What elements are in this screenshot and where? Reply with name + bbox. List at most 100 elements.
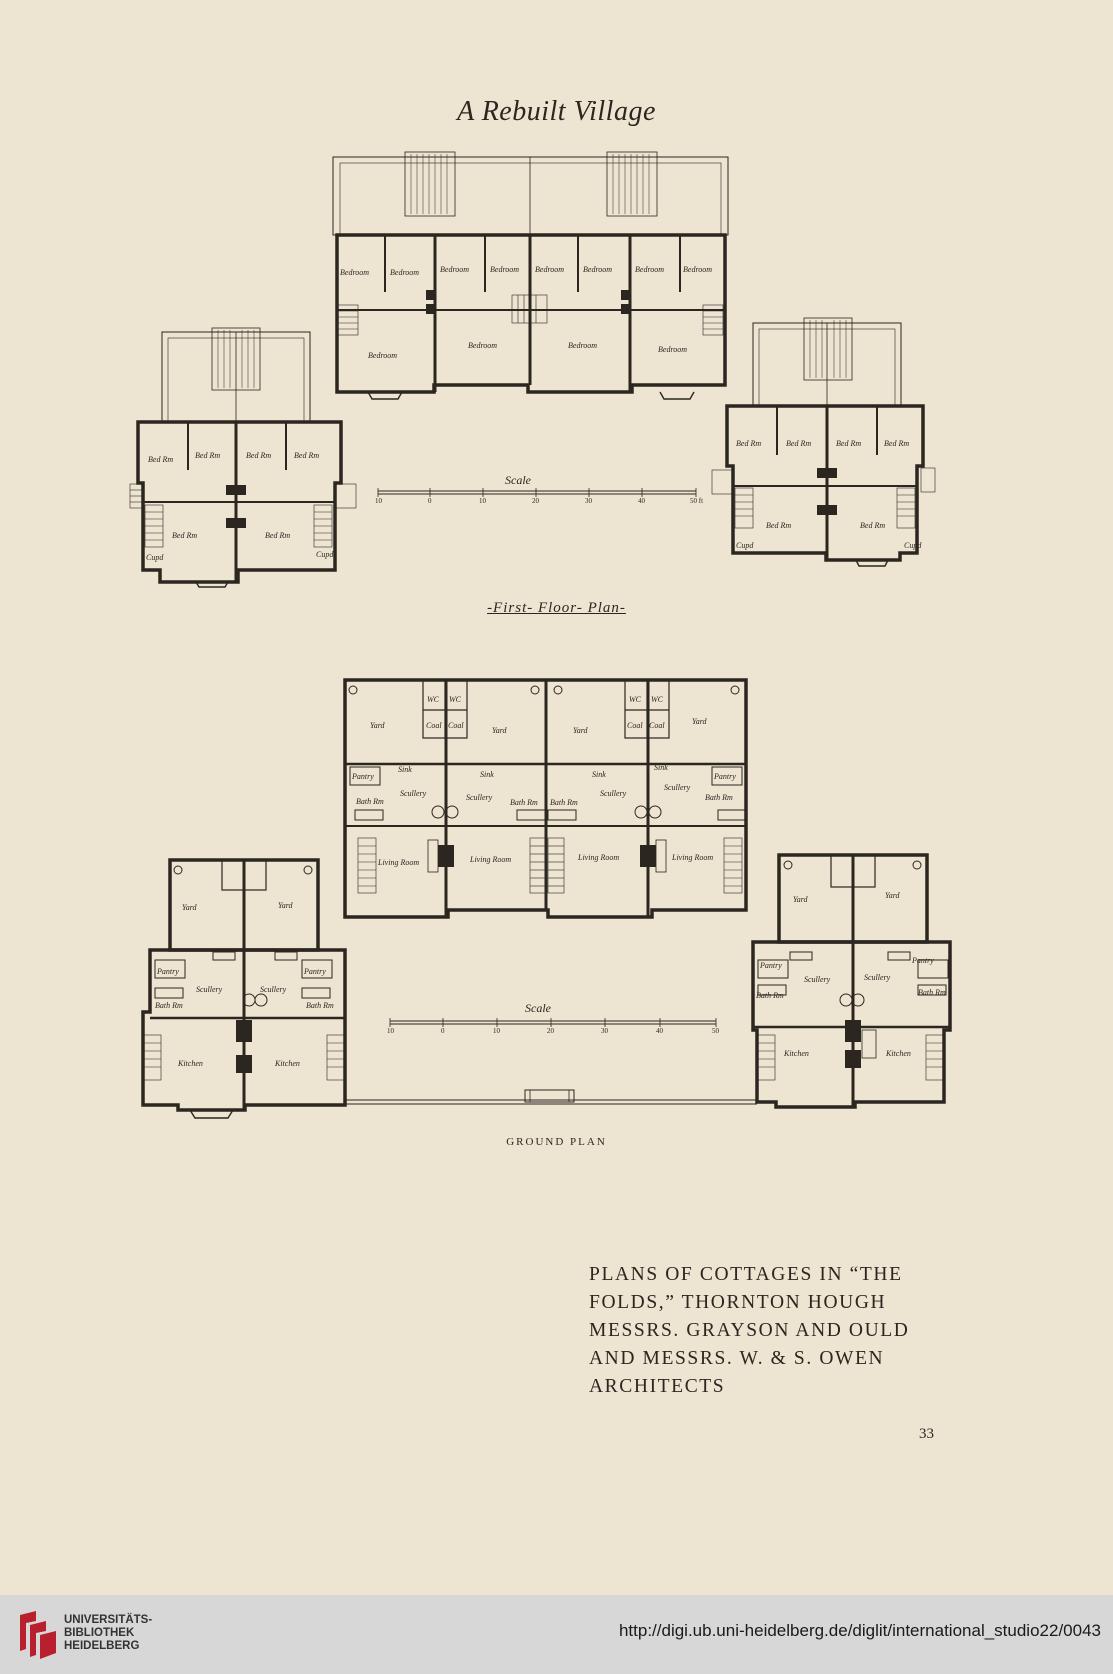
svg-text:10: 10 [387,1027,395,1035]
svg-text:0: 0 [428,497,432,505]
svg-text:Bedroom: Bedroom [683,265,712,274]
svg-text:Cupd: Cupd [736,541,754,550]
svg-text:Pantry: Pantry [351,772,374,781]
svg-text:Bath Rm: Bath Rm [155,1001,183,1010]
svg-text:Bed Rm: Bed Rm [860,521,885,530]
architectural-plans: Bedroom Bedroom Bedroom Bedroom Bedroom … [129,151,952,1119]
svg-text:Yard: Yard [278,901,294,910]
svg-text:Sink: Sink [398,765,412,774]
svg-text:20: 20 [532,497,540,505]
boundary-wall [345,1089,757,1105]
svg-text:Scullery: Scullery [864,973,891,982]
svg-text:Bath Rm: Bath Rm [918,988,946,997]
library-name[interactable]: UNIVERSITÄTS- BIBLIOTHEK HEIDELBERG [64,1614,152,1653]
svg-text:Scullery: Scullery [804,975,831,984]
svg-text:Bed Rm: Bed Rm [836,439,861,448]
svg-text:Yard: Yard [692,717,708,726]
svg-text:Bedroom: Bedroom [535,265,564,274]
svg-text:50 ft: 50 ft [690,497,703,505]
svg-text:Bedroom: Bedroom [490,265,519,274]
svg-text:Bath Rm: Bath Rm [705,793,733,802]
svg-text:Bedroom: Bedroom [390,268,419,277]
svg-text:Bed Rm: Bed Rm [148,455,173,464]
svg-text:Bedroom: Bedroom [368,351,397,360]
caption-line: PLANS OF COTTAGES IN “THE [589,1264,903,1285]
svg-text:Bed Rm: Bed Rm [786,439,811,448]
svg-text:50: 50 [712,1027,720,1035]
svg-text:10: 10 [375,497,383,505]
svg-text:Bedroom: Bedroom [440,265,469,274]
svg-text:Yard: Yard [573,726,589,735]
ff-left-labels: Bed Rm Bed Rm Bed Rm Bed Rm Bed Rm Bed R… [146,451,334,562]
svg-text:Kitchen: Kitchen [177,1059,203,1068]
svg-text:Scullery: Scullery [260,985,287,994]
svg-text:Scullery: Scullery [196,985,223,994]
svg-text:20: 20 [547,1027,555,1035]
svg-text:Cupd: Cupd [904,541,922,550]
svg-text:Pantry: Pantry [911,956,934,965]
library-logo-icon[interactable] [16,1609,60,1661]
ff-right-labels: Bed Rm Bed Rm Bed Rm Bed Rm Bed Rm Bed R… [736,439,922,550]
svg-text:Scullery: Scullery [664,783,691,792]
svg-text:Bath Rm: Bath Rm [510,798,538,807]
svg-text:Bedroom: Bedroom [635,265,664,274]
svg-text:Sink: Sink [592,770,606,779]
svg-text:WC: WC [427,695,440,704]
svg-text:Bed Rm: Bed Rm [246,451,271,460]
caption-line: ARCHITECTS [589,1376,726,1397]
svg-text:WC: WC [629,695,642,704]
gf-left-labels: Yard Yard Pantry Pantry Scullery Sculler… [155,901,334,1068]
svg-text:Scale: Scale [525,1001,552,1015]
library-name-line: UNIVERSITÄTS- [64,1614,153,1626]
svg-text:Bedroom: Bedroom [340,268,369,277]
svg-text:Scullery: Scullery [466,793,493,802]
svg-text:30: 30 [601,1027,609,1035]
svg-text:Pantry: Pantry [303,967,326,976]
gf-scale-text: Scale 10 0 10 20 30 40 50 [387,1001,720,1035]
ground-floor-left-block [141,858,347,1119]
first-floor-left-block [129,327,357,588]
ff-scale-text: Scale 10 0 10 20 30 40 50 ft [375,473,703,505]
ground-floor-center-block [343,678,748,919]
svg-text:Scullery: Scullery [600,789,627,798]
svg-text:Kitchen: Kitchen [783,1049,809,1058]
svg-text:Yard: Yard [182,903,198,912]
svg-text:Yard: Yard [885,891,901,900]
digitization-footer: UNIVERSITÄTS- BIBLIOTHEK HEIDELBERG http… [0,1595,1113,1674]
svg-text:40: 40 [638,497,646,505]
gf-right-labels: Yard Yard Pantry Pantry Scullery Sculler… [756,891,946,1058]
svg-text:Bath Rm: Bath Rm [356,797,384,806]
svg-text:Yard: Yard [793,895,809,904]
caption-line: FOLDS,” THORNTON HOUGH [589,1292,887,1313]
svg-text:Living Room: Living Room [469,855,511,864]
svg-text:Yard: Yard [370,721,386,730]
svg-text:40: 40 [656,1027,664,1035]
gf-center-labels: Yard Yard Yard Yard Coal Coal Coal Coal … [351,695,736,867]
svg-text:Coal: Coal [448,721,464,730]
svg-text:Bedroom: Bedroom [568,341,597,350]
ground-plan-label: GROUND PLAN [506,1136,607,1148]
svg-text:Pantry: Pantry [156,967,179,976]
first-floor-plan-label: -First- Floor- Plan- [487,600,626,616]
svg-text:Bed Rm: Bed Rm [766,521,791,530]
svg-text:Living Room: Living Room [577,853,619,862]
svg-text:Pantry: Pantry [759,961,782,970]
caption-line: AND MESSRS. W. & S. OWEN [589,1348,885,1369]
page-number: 33 [919,1426,934,1442]
source-url-link[interactable]: http://digi.ub.uni-heidelberg.de/diglit/… [618,1621,1101,1640]
ground-floor-right-block [751,853,952,1109]
svg-text:Sink: Sink [480,770,494,779]
svg-text:Living Room: Living Room [671,853,713,862]
svg-text:Sink: Sink [654,763,668,772]
svg-text:Bed Rm: Bed Rm [195,451,220,460]
svg-text:Bed Rm: Bed Rm [265,531,290,540]
svg-text:Coal: Coal [627,721,643,730]
svg-text:Bed Rm: Bed Rm [884,439,909,448]
library-name-line: BIBLIOTHEK [64,1627,135,1639]
svg-text:Kitchen: Kitchen [885,1049,911,1058]
svg-text:Yard: Yard [492,726,508,735]
first-floor-right-block [711,317,936,567]
svg-text:Bath Rm: Bath Rm [550,798,578,807]
svg-text:Bed Rm: Bed Rm [736,439,761,448]
book-page: A Rebuilt Village [0,0,1113,1595]
